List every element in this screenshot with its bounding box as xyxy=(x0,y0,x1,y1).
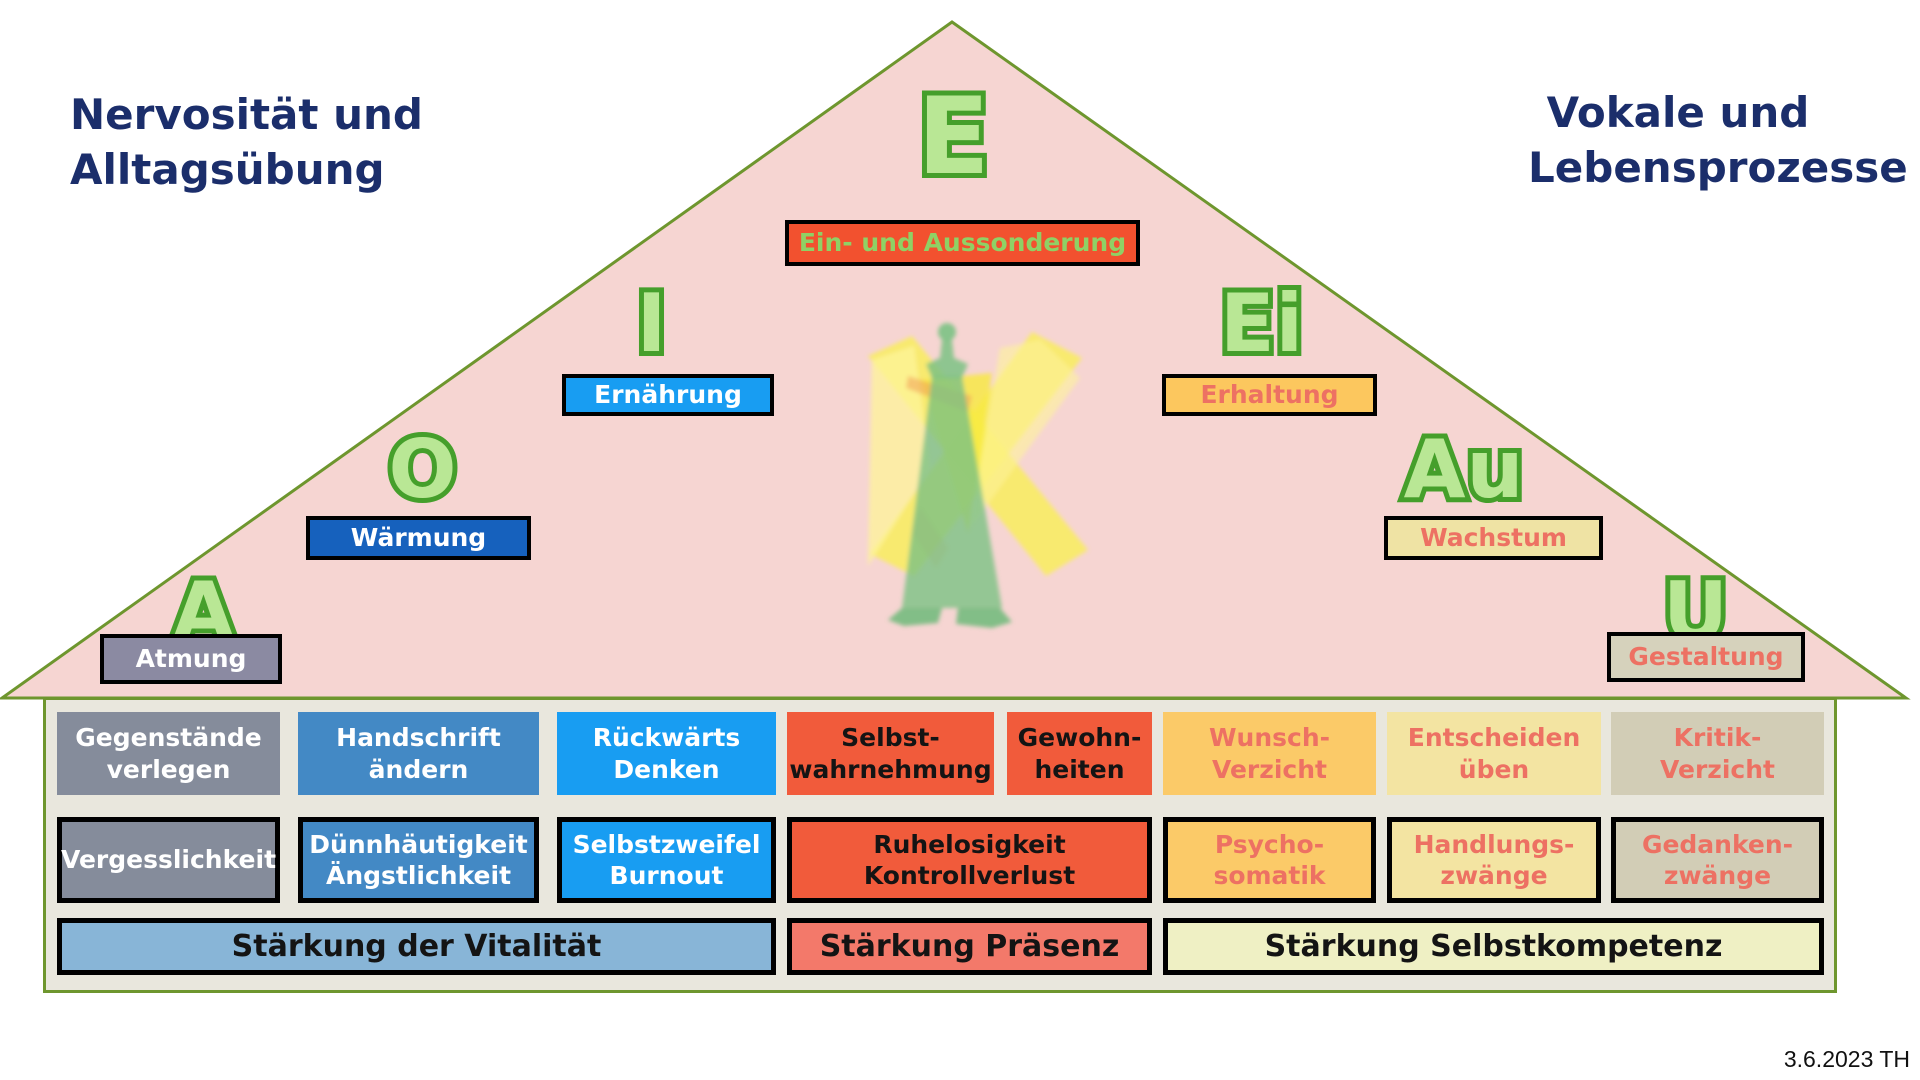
cell-psychosomatik: Psycho- somatik xyxy=(1163,817,1376,903)
label-atmung: Atmung xyxy=(100,634,282,684)
cell-gewohnheiten: Gewohn- heiten xyxy=(1007,712,1152,795)
vowel-e: E E xyxy=(912,75,994,198)
eurythmy-figure-illustration xyxy=(850,318,1100,663)
label-ein-und-aussonderung: Ein- und Aussonderung xyxy=(785,220,1140,266)
cell-gegenstaende-verlegen: Gegenstände verlegen xyxy=(57,712,280,795)
label-erhaltung: Erhaltung xyxy=(1162,374,1377,416)
label-gestaltung: Gestaltung xyxy=(1607,632,1805,682)
label-ernaehrung: Ernährung xyxy=(562,374,774,416)
cell-handlungszwaenge: Handlungs- zwänge xyxy=(1387,817,1601,903)
cell-selbstwahrnehmung: Selbst- wahrnehmung xyxy=(787,712,994,795)
vowel-i-letter: I xyxy=(636,277,668,370)
right-title: Vokale und Lebensprozesse xyxy=(1528,88,1908,192)
cell-selbstzweifel-burnout: Selbstzweifel Burnout xyxy=(557,817,776,903)
vowel-au-letter: Au xyxy=(1403,423,1525,516)
left-title: Nervosität und Alltagsübung xyxy=(70,90,423,194)
vowel-au: Au Au xyxy=(1399,423,1529,516)
date-note: 3.6.2023 TH xyxy=(1783,1046,1910,1072)
cell-staerkung-selbstkompetenz: Stärkung Selbstkompetenz xyxy=(1163,918,1824,975)
vowel-o-outline: O xyxy=(383,423,461,516)
cell-gedankenzwaenge: Gedanken- zwänge xyxy=(1611,817,1824,903)
vowel-ei-outline: Ei xyxy=(1215,277,1308,370)
cell-handschrift-aendern: Handschrift ändern xyxy=(298,712,539,795)
vowel-ei: Ei Ei xyxy=(1215,277,1308,370)
vowel-e-outline: E xyxy=(912,75,994,198)
vowel-i: I I xyxy=(632,277,672,370)
vowel-i-outline: I xyxy=(632,277,672,370)
label-waermung: Wärmung xyxy=(306,516,531,560)
cell-ruhelosigkeit-kontrollverlust: Ruhelosigkeit Kontrollverlust xyxy=(787,817,1152,903)
cell-wunsch-verzicht: Wunsch- Verzicht xyxy=(1163,712,1376,795)
cell-kritik-verzicht: Kritik- Verzicht xyxy=(1611,712,1824,795)
vowel-au-outline: Au xyxy=(1399,423,1529,516)
vowel-o-letter: O xyxy=(388,423,458,516)
cell-staerkung-praesenz: Stärkung Präsenz xyxy=(787,918,1152,975)
vowel-o: O O xyxy=(383,423,461,516)
vowel-e-letter: E xyxy=(917,75,991,198)
label-wachstum: Wachstum xyxy=(1384,516,1603,560)
cell-vergesslichkeit: Vergesslichkeit xyxy=(57,817,280,903)
cell-staerkung-der-vitalitaet: Stärkung der Vitalität xyxy=(57,918,776,975)
vowel-ei-letter: Ei xyxy=(1219,277,1305,370)
cell-rueckwaerts-denken: Rückwärts Denken xyxy=(557,712,776,795)
cell-duennhaeutigkeit-aengstlichkeit: Dünnhäutigkeit Ängstlichkeit xyxy=(298,817,539,903)
cell-entscheiden-ueben: Entscheiden üben xyxy=(1387,712,1601,795)
